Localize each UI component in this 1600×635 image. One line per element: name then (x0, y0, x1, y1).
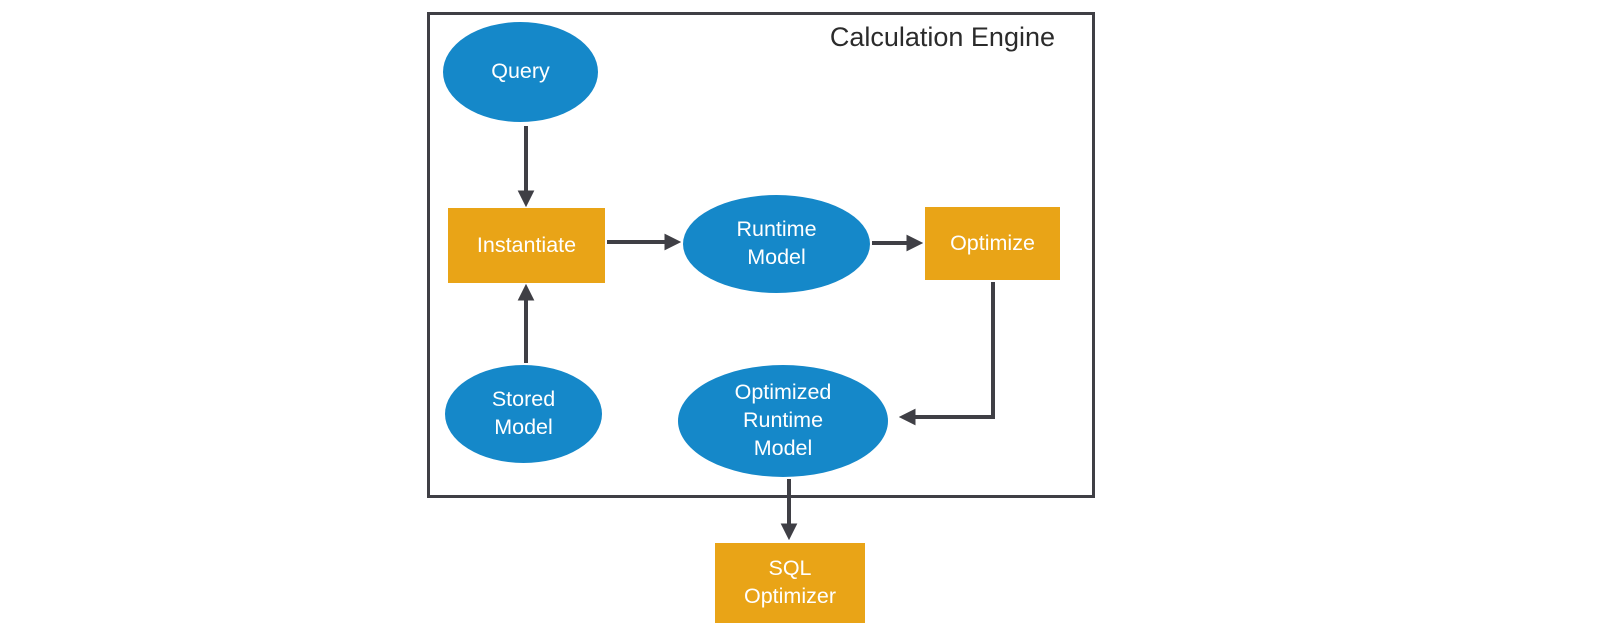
node-instantiate: Instantiate (448, 208, 605, 283)
node-runtime-model: Runtime Model (683, 195, 870, 293)
diagram-title: Calculation Engine (829, 22, 1055, 52)
node-stored-model: Stored Model (445, 365, 602, 463)
node-runtime-model-label: Runtime Model (736, 217, 817, 269)
node-optimize-label: Optimize (950, 230, 1035, 255)
node-query: Query (443, 22, 598, 122)
node-sql-optimizer-label: SQL Optimizer (744, 556, 836, 608)
node-optimize: Optimize (925, 207, 1060, 280)
node-query-label: Query (491, 59, 550, 84)
edge-optimize-to-optimized-runtime-model (898, 282, 995, 426)
node-sql-optimizer: SQL Optimizer (715, 543, 865, 623)
calculation-engine-boundary (427, 12, 1095, 498)
node-instantiate-label: Instantiate (476, 232, 577, 257)
node-optimized-runtime-model-label: Optimized Runtime Model (734, 380, 832, 460)
node-optimized-runtime-model: Optimized Runtime Model (678, 365, 888, 477)
node-stored-model-label: Stored Model (491, 387, 556, 439)
